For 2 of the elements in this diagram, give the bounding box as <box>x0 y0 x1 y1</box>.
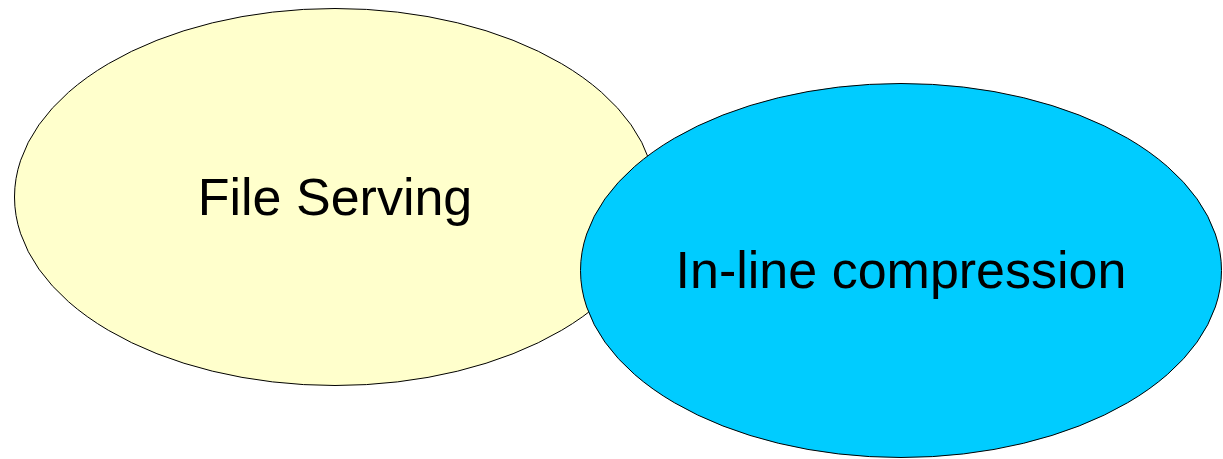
node-label: File Serving <box>197 166 473 228</box>
node-label: In-line compression <box>675 240 1127 301</box>
